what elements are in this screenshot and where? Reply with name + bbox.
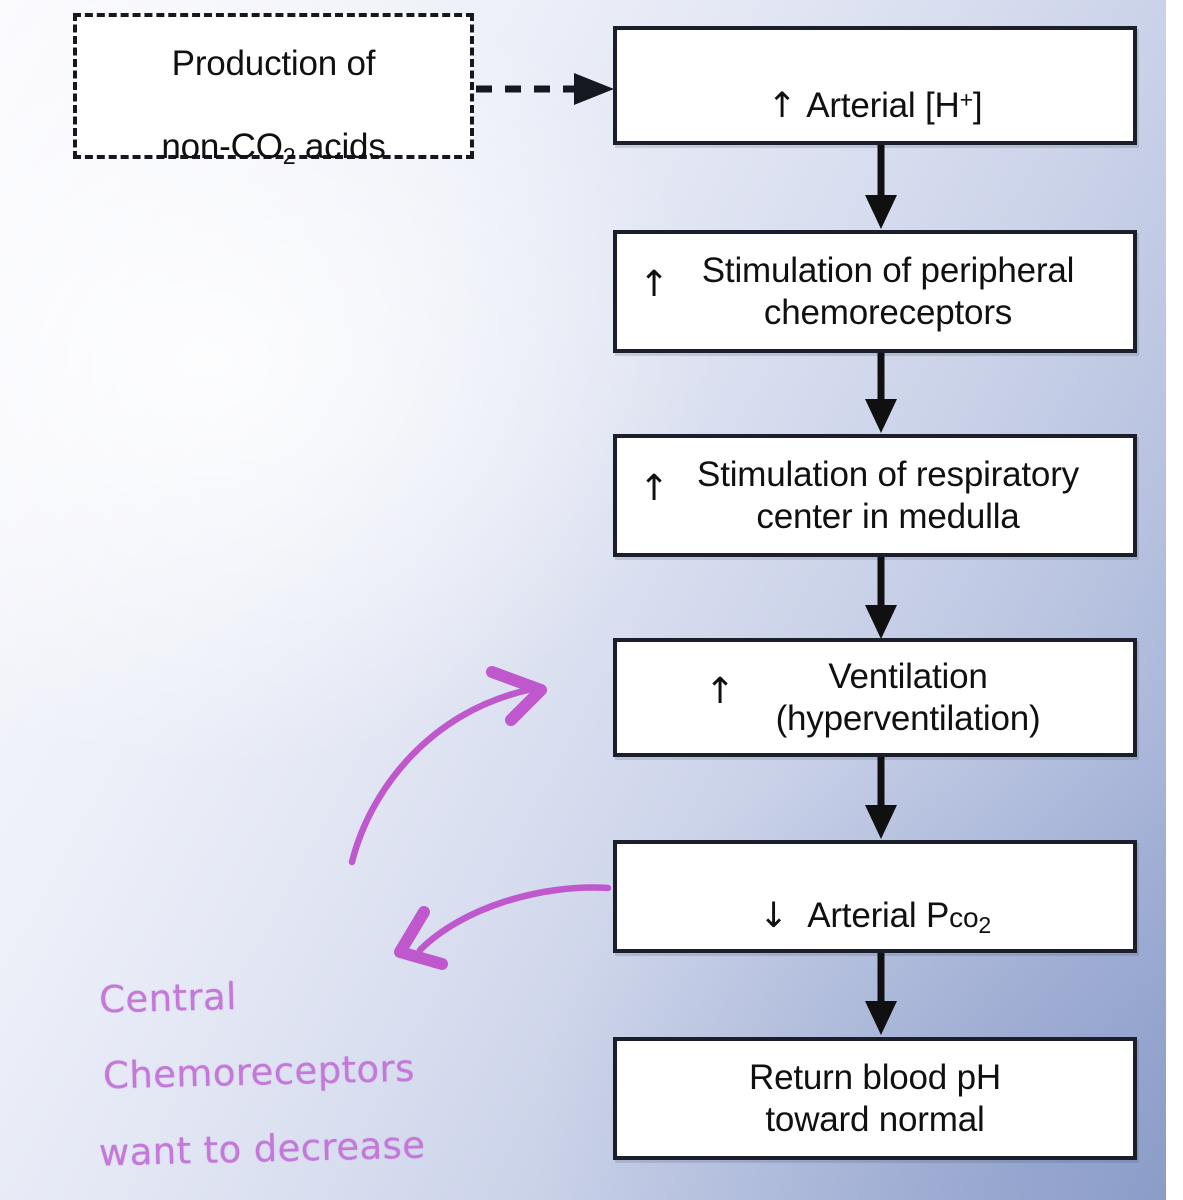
connector-arrow-step5-to-step6	[865, 953, 897, 1035]
node-step4-label: Ventilation (hyperventilation)	[775, 657, 1041, 738]
handwritten-line-3: want to decrease	[98, 1123, 426, 1175]
node-trigger-label: Production of non-CO2 acids	[161, 2, 385, 170]
node-return-blood-ph-toward-normal[interactable]: Return blood pH toward normal	[613, 1037, 1137, 1160]
step1-superscript: +	[959, 86, 974, 113]
node-decreased-arterial-pco2[interactable]: ↓ Arterial Pco2	[613, 840, 1137, 953]
node-increased-arterial-h[interactable]: ↑ Arterial [H+]	[613, 26, 1137, 145]
step5-subscript: 2	[978, 911, 991, 938]
handwritten-line-1: Central	[98, 975, 238, 1022]
node-step3-label: Stimulation of respiratory center in med…	[697, 455, 1079, 536]
node-increased-ventilation[interactable]: ↑ Ventilation (hyperventilation)	[613, 638, 1137, 757]
up-arrow-icon: ↑	[705, 671, 736, 712]
node-stimulation-of-peripheral-chemoreceptors[interactable]: ↑ Stimulation of peripheral chemorecepto…	[613, 230, 1137, 353]
step1-text-pre: Arterial [H	[806, 86, 960, 125]
node-step6-label: Return blood pH toward normal	[749, 1058, 1001, 1139]
handwritten-annotation: Central Chemoreceptors want to decrease …	[98, 933, 546, 1200]
trigger-line-2-post: acids	[295, 126, 386, 166]
trigger-line-2-subscript: 2	[282, 142, 296, 169]
up-arrow-icon: ↑	[767, 86, 797, 126]
dashed-arrow-icon	[476, 73, 614, 105]
node-step1-label: ↑ Arterial [H+]	[768, 44, 983, 128]
node-stimulation-of-respiratory-center[interactable]: ↑ Stimulation of respiratory center in m…	[613, 434, 1137, 557]
up-arrow-icon: ↑	[639, 468, 670, 509]
node-production-of-non-co2-acids[interactable]: Production of non-CO2 acids	[73, 13, 474, 169]
connector-arrow-step3-to-step4	[865, 557, 897, 639]
node-step5-label: ↓ Arterial Pco2	[759, 854, 991, 939]
step1-text-post: ]	[972, 86, 983, 125]
connector-arrow-step1-to-step2	[865, 145, 897, 229]
trigger-line-1: Production of	[171, 44, 376, 84]
connector-arrow-step2-to-step3	[865, 353, 897, 433]
background-right-margin	[1166, 0, 1183, 1200]
handwritten-line-2: Chemoreceptors	[102, 1047, 416, 1098]
step5-text-pre: Arterial P	[807, 896, 950, 936]
up-arrow-icon: ↑	[639, 264, 670, 305]
node-step2-label: Stimulation of peripheral chemoreceptors	[701, 251, 1075, 332]
connector-arrow-step4-to-step5	[865, 757, 897, 839]
step5-smallcaps: co	[949, 902, 979, 934]
down-arrow-icon: ↓	[759, 896, 789, 937]
trigger-line-2-pre: non-CO	[161, 126, 283, 166]
